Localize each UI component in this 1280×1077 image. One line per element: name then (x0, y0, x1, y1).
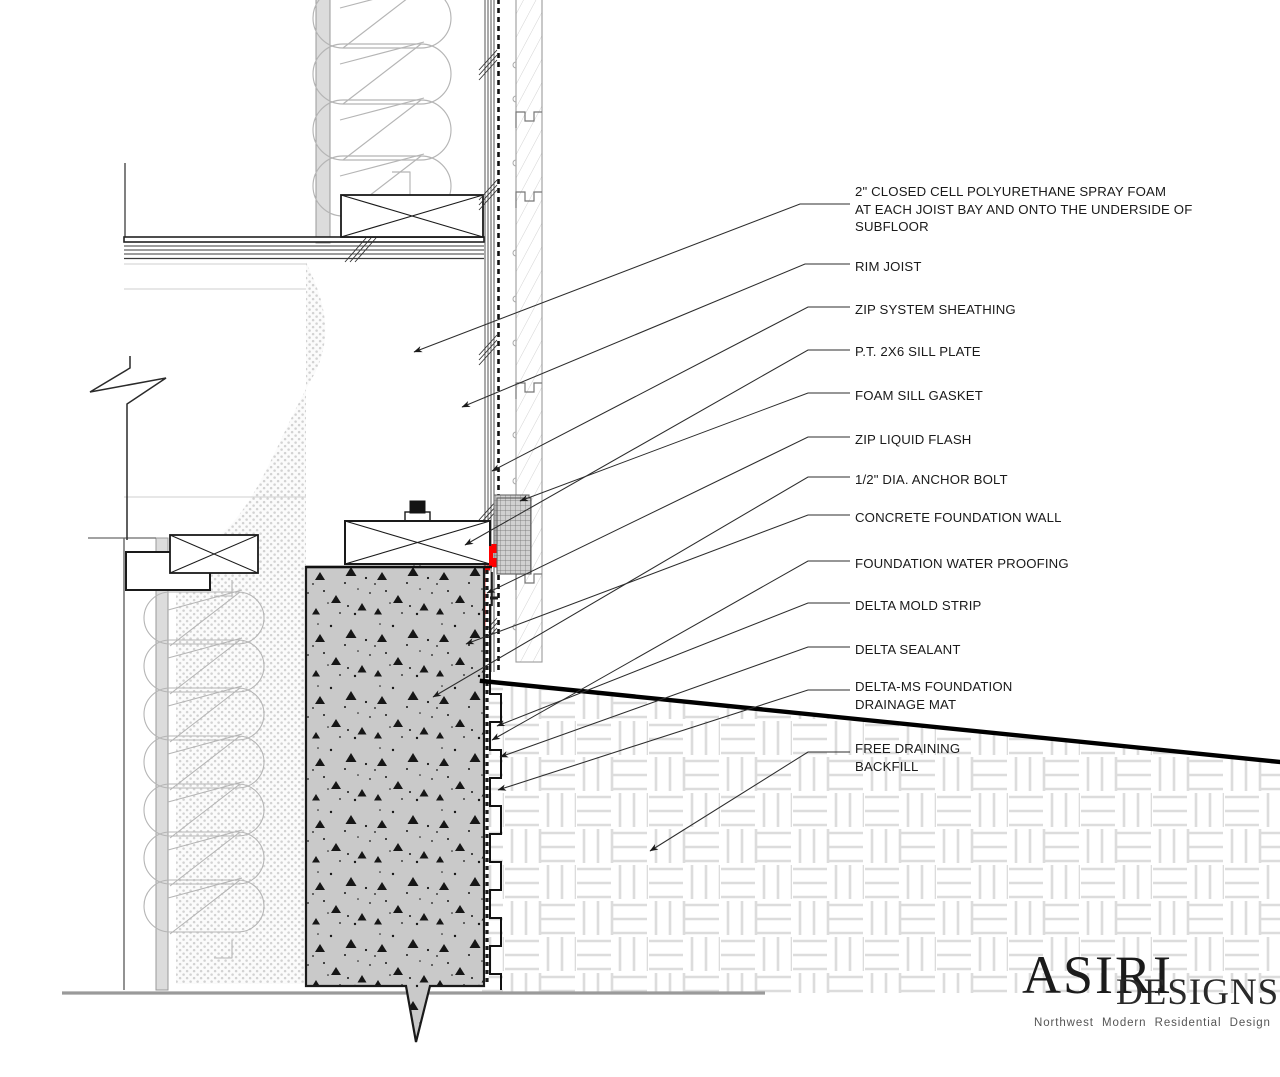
leader-lines (413, 203, 850, 852)
leader-drainage-mat (497, 689, 850, 791)
closed-cell-spray-foam (124, 262, 326, 984)
leader-sill-plate (464, 349, 850, 546)
logo-tagline: Northwest Modern Residential Design (1034, 1017, 1271, 1029)
annotation-anchor-bolt: 1/2" DIA. ANCHOR BOLT (855, 472, 1008, 487)
annotation-foundation-wall: CONCRETE FOUNDATION WALL (855, 510, 1062, 525)
leader-sill-gasket (519, 392, 850, 502)
annotation-delta-sealant: DELTA SEALANT (855, 642, 961, 657)
batt-insulation-upper (312, 0, 452, 217)
company-logo: ASIRI DESIGNS Northwest Modern Residenti… (1022, 945, 1278, 1034)
batt-insulation-basement (143, 580, 265, 959)
annotation-mold-strip: DELTA MOLD STRIP (855, 598, 982, 613)
interior-sill-blocking (169, 534, 259, 574)
logo-secondary-text: DESIGNS (1116, 972, 1280, 1013)
leader-delta-sealant (499, 646, 850, 758)
leader-waterproofing (491, 560, 850, 741)
leader-foundation-wall (465, 514, 850, 645)
leader-free-draining (649, 751, 850, 852)
grade-line (479, 678, 1280, 765)
annotation-free-draining-backfill: FREE DRAINING BACKFILL (855, 741, 961, 774)
leader-anchor-bolt (432, 476, 850, 698)
logo-primary-text: ASIRI (1022, 945, 1174, 1005)
leader-mold-strip (496, 602, 850, 727)
basement-interior-wall (88, 537, 211, 991)
pt-sill-plate (344, 520, 491, 565)
annotation-spray-foam: 2" CLOSED CELL POLYURETHANE SPRAY FOAM A… (855, 184, 1193, 234)
concrete-foundation-wall (304, 565, 492, 1043)
annotation-zip-liquid-flash: ZIP LIQUID FLASH (855, 432, 972, 447)
interior-wall-upper (124, 0, 331, 244)
annotation-sill-gasket: FOAM SILL GASKET (855, 388, 983, 403)
leader-rim-joist (461, 263, 850, 408)
annotation-rim-joist: RIM JOIST (855, 259, 922, 274)
annotation-waterproofing: FOUNDATION WATER PROOFING (855, 556, 1069, 571)
rim-joist-top (340, 194, 484, 238)
leader-zip-liquid-flash (486, 436, 850, 594)
annotation-zip-sheathing: ZIP SYSTEM SHEATHING (855, 302, 1016, 317)
subfloor-layers (123, 236, 485, 263)
annotation-sill-plate: P.T. 2X6 SILL PLATE (855, 344, 981, 359)
leader-spray-foam (413, 203, 850, 353)
annotation-drainage-mat: DELTA-MS FOUNDATION DRAINAGE MAT (855, 679, 1013, 712)
delta-mold-strip (496, 497, 532, 575)
leader-zip-sheathing (491, 306, 850, 472)
break-line-upper-left (89, 356, 167, 540)
